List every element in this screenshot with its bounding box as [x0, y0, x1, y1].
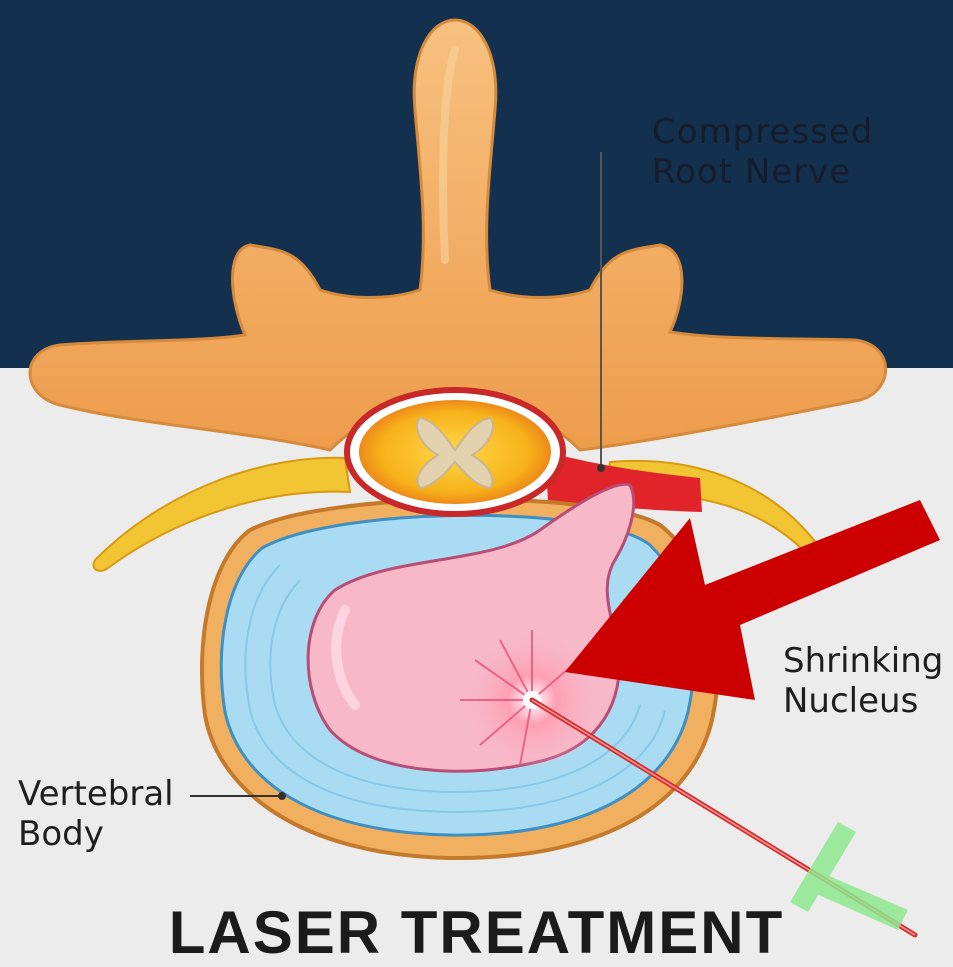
label-shrinking-nucleus: Shrinking Nucleus [783, 641, 943, 721]
label-vertebral-body: Vertebral Body [18, 774, 174, 854]
diagram-title: LASER TREATMENT [0, 898, 953, 967]
label-compressed-root-nerve: Compressed Root Nerve [652, 112, 873, 192]
